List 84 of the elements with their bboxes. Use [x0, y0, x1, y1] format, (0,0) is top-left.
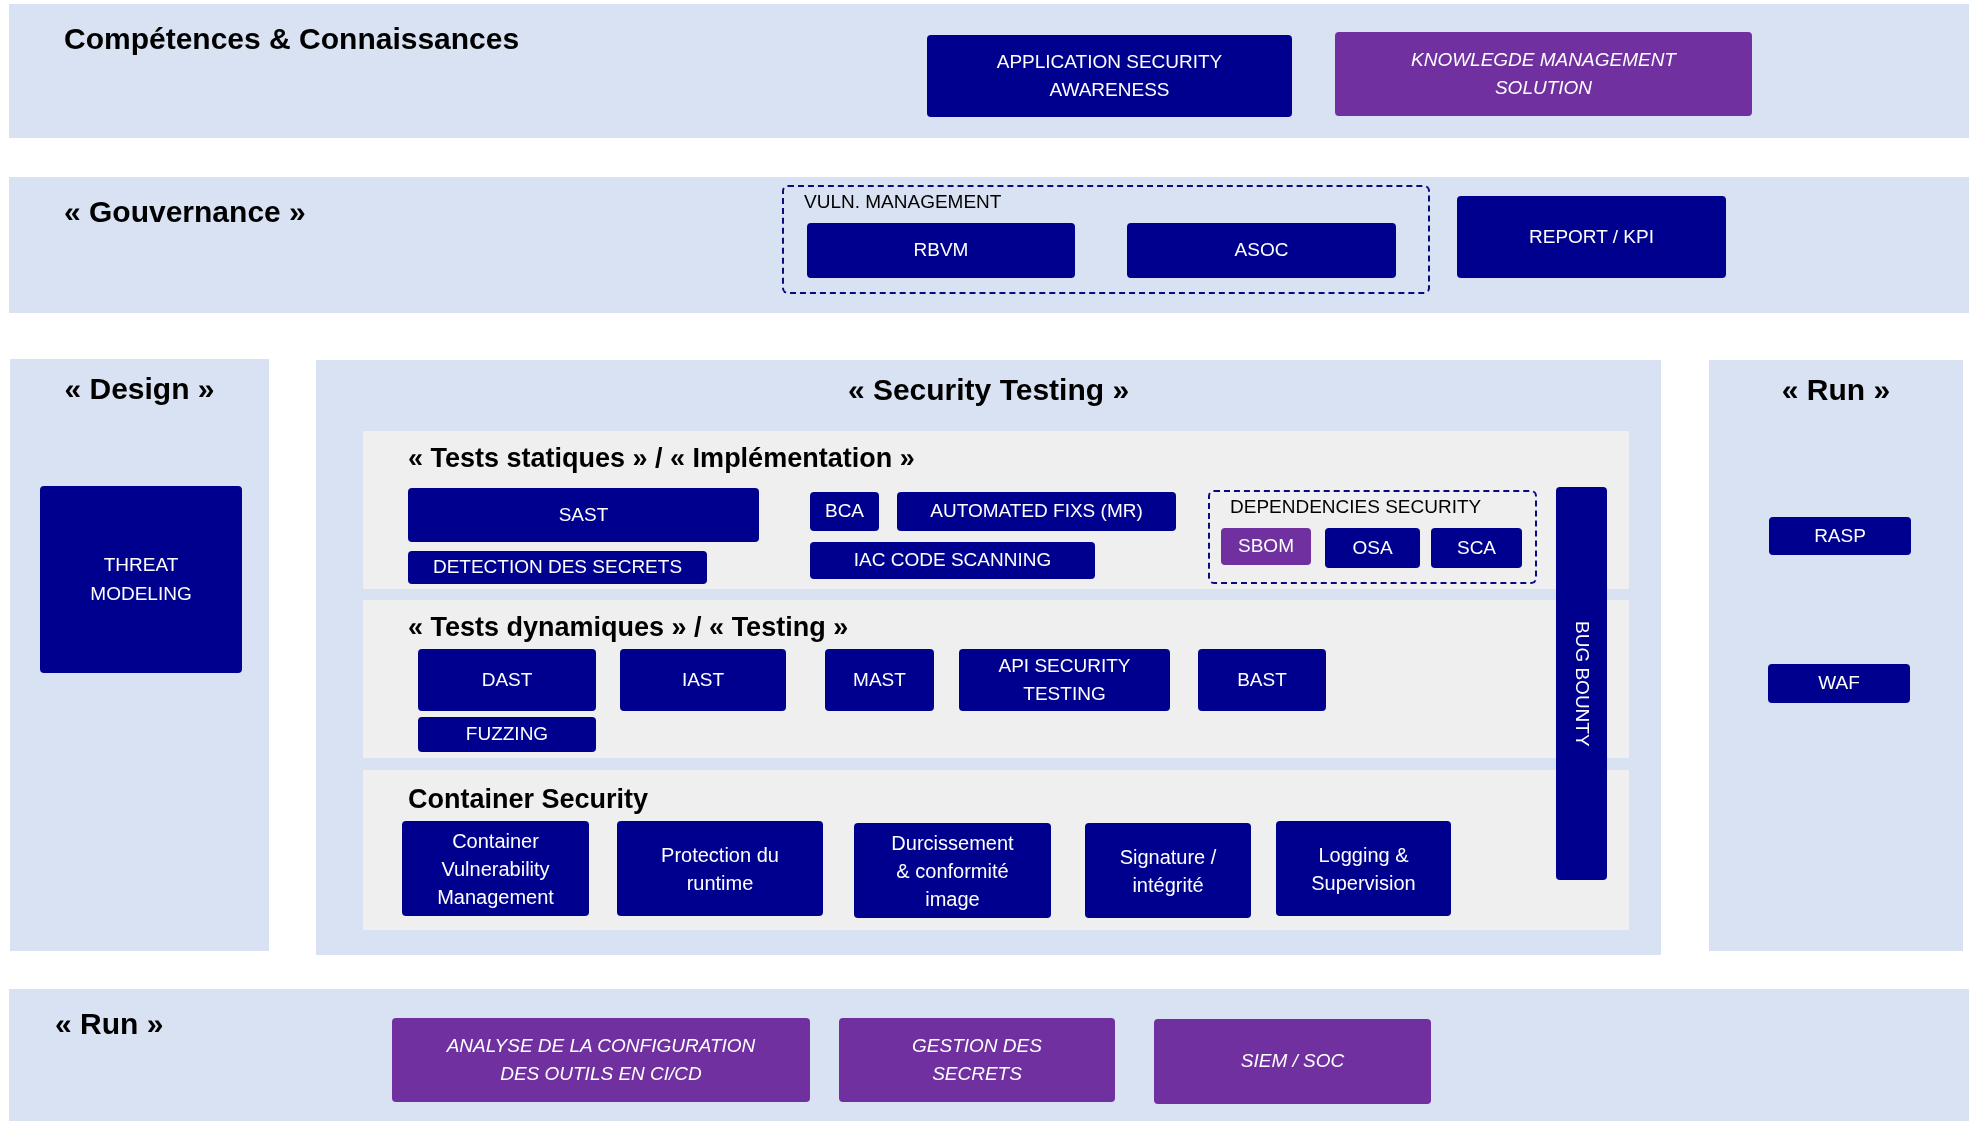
box-label: Signature / intégrité — [1118, 844, 1218, 898]
subsection-panel — [363, 770, 1629, 930]
box-label: RASP — [1814, 523, 1866, 548]
box-label: RBVM — [913, 238, 969, 263]
box-label: Durcissement & conformité image — [890, 830, 1015, 912]
capability-box — [617, 821, 823, 916]
capability-box — [1769, 517, 1911, 555]
capability-box — [1457, 196, 1726, 278]
dashed-group — [782, 185, 1430, 294]
box-label: GESTION DES SECRETS — [911, 1033, 1043, 1086]
section-heading: « Run » — [1780, 373, 1892, 407]
capability-box — [1085, 823, 1251, 918]
capability-box — [810, 492, 879, 531]
section-heading: Container Security — [408, 784, 649, 815]
capability-box — [418, 717, 596, 752]
capability-box — [402, 821, 589, 916]
section-heading: « Run » — [55, 1007, 164, 1041]
group-heading: VULN. MANAGEMENT — [804, 191, 1002, 213]
box-label: KNOWLEGDE MANAGEMENT SOLUTION — [1410, 47, 1678, 100]
box-label: SBOM — [1238, 534, 1294, 559]
box-label: DAST — [481, 667, 533, 692]
capability-box — [392, 1018, 810, 1102]
capability-box — [1325, 528, 1420, 568]
box-label: IAST — [681, 667, 725, 692]
capability-box — [1198, 649, 1326, 711]
subsection-panel — [363, 431, 1629, 589]
capability-box — [897, 492, 1176, 531]
section-heading: « Gouvernance » — [64, 195, 306, 229]
box-label: SCA — [1456, 535, 1497, 560]
capability-box — [810, 542, 1095, 579]
box-label: FUZZING — [465, 722, 549, 747]
capability-box — [1276, 821, 1451, 916]
box-label: SAST — [558, 502, 609, 527]
section-band — [9, 4, 1969, 138]
capability-bar — [1556, 487, 1607, 880]
capability-box — [1127, 223, 1396, 278]
capability-box — [1335, 32, 1752, 116]
box-label: Container Vulnerability Management — [436, 828, 555, 910]
box-label: ASOC — [1234, 238, 1289, 263]
box-label: BCA — [824, 499, 865, 524]
section-panel — [1709, 360, 1963, 951]
capability-box — [1768, 664, 1910, 703]
box-label: THREAT MODELING — [89, 553, 193, 606]
box-label: SIEM / SOC — [1240, 1049, 1345, 1074]
box-label: MAST — [853, 667, 906, 692]
section-heading: « Design » — [63, 372, 216, 406]
capability-box — [854, 823, 1051, 918]
box-label: AUTOMATED FIXS (MR) — [930, 499, 1143, 524]
capability-box — [40, 486, 242, 673]
capability-box — [927, 35, 1292, 117]
capability-box — [1221, 528, 1311, 565]
box-label: BAST — [1237, 667, 1287, 692]
box-label: WAF — [1818, 671, 1860, 696]
box-label: Logging & Supervision — [1310, 842, 1417, 896]
capability-box — [620, 649, 786, 711]
box-label: BUG BOUNTY — [1570, 620, 1594, 747]
box-label: REPORT / KPI — [1529, 224, 1654, 249]
section-panel — [316, 360, 1661, 955]
dashed-group — [1208, 490, 1537, 584]
box-label: DETECTION DES SECRETS — [432, 555, 683, 580]
box-label: Protection du runtime — [660, 842, 780, 896]
capability-box — [1431, 528, 1522, 568]
group-heading: DEPENDENCIES SECURITY — [1230, 496, 1482, 518]
capability-box — [959, 649, 1170, 711]
box-label: OSA — [1352, 535, 1393, 560]
section-heading: Compétences & Connaissances — [64, 22, 520, 56]
section-band — [9, 989, 1969, 1121]
capability-box — [408, 551, 707, 584]
capability-box — [408, 488, 759, 542]
capability-box — [825, 649, 934, 711]
section-heading: « Tests dynamiques » / « Testing » — [408, 612, 849, 643]
capability-box — [807, 223, 1075, 278]
section-panel — [10, 359, 269, 951]
subsection-panel — [363, 600, 1629, 758]
box-label: APPLICATION SECURITY AWARENESS — [995, 49, 1224, 102]
section-heading: « Tests statiques » / « Implémentation » — [408, 443, 915, 474]
section-heading: « Security Testing » — [846, 373, 1131, 407]
box-label: IAC CODE SCANNING — [853, 548, 1052, 573]
capability-box — [839, 1018, 1115, 1102]
box-label: ANALYSE DE LA CONFIGURATION DES OUTILS EN CI/CD — [445, 1033, 757, 1086]
capability-box — [1154, 1019, 1431, 1104]
section-band — [9, 177, 1969, 313]
capability-box — [418, 649, 596, 711]
box-label: API SECURITY TESTING — [997, 653, 1132, 706]
